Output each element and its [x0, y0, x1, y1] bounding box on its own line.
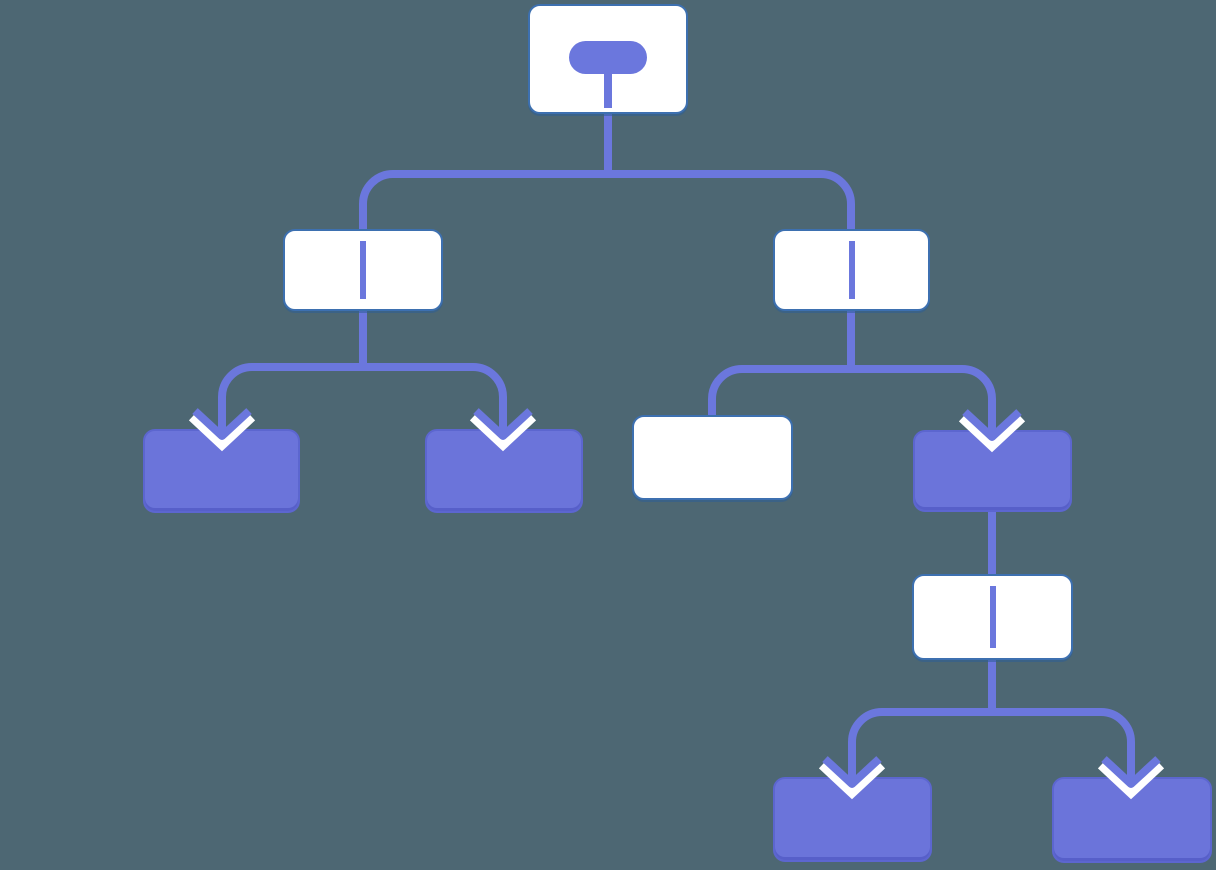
branch-node-left[interactable]: [283, 229, 443, 311]
target-node-2[interactable]: [425, 429, 583, 513]
pill-stem: [604, 68, 612, 108]
pass-through-line: [360, 241, 366, 299]
pill-connector-icon: [569, 41, 647, 74]
target-node-5[interactable]: [1052, 777, 1212, 863]
branch-node-lower[interactable]: [912, 574, 1073, 660]
branch-node-right[interactable]: [773, 229, 930, 311]
target-node-3[interactable]: [913, 430, 1072, 512]
pass-through-line: [848, 241, 855, 299]
target-node-4[interactable]: [773, 777, 932, 862]
root-start-node[interactable]: [528, 4, 688, 114]
pass-through-line: [989, 586, 996, 648]
empty-node[interactable]: [632, 415, 793, 500]
target-node-1[interactable]: [143, 429, 300, 513]
